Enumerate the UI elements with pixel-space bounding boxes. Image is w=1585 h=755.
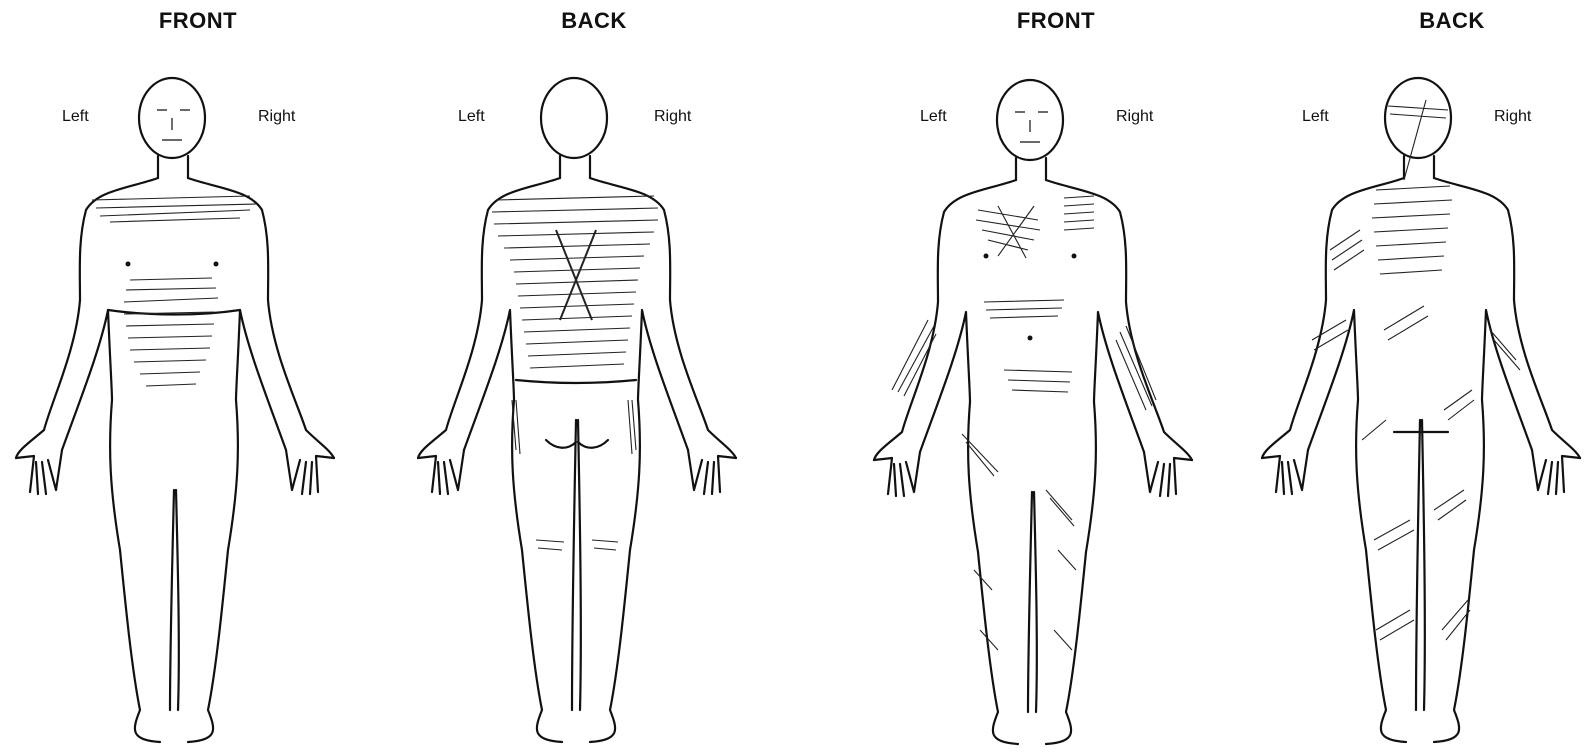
- body-outline-front: [0, 70, 396, 755]
- body-diagram-back-1: BACK Left Right: [396, 0, 792, 755]
- panel-title: BACK: [1254, 8, 1585, 34]
- face-features: [1015, 112, 1048, 142]
- body-diagram-front-2: FRONT Left Right: [858, 0, 1254, 755]
- body-outline-back: [396, 70, 792, 755]
- nipples: [984, 254, 1077, 341]
- pain-shading: [1312, 100, 1520, 640]
- panel-title: BACK: [396, 8, 792, 34]
- body-outline-front: [858, 70, 1254, 755]
- face-features: [157, 110, 190, 140]
- body-diagram-back-2: BACK Left Right: [1254, 0, 1585, 755]
- panel-title: FRONT: [858, 8, 1254, 34]
- panel-title: FRONT: [0, 8, 396, 34]
- pain-shading: [92, 196, 256, 386]
- body-diagram-front-1: FRONT Left Right: [0, 0, 396, 755]
- nipples: [126, 262, 219, 267]
- body-outline-back: [1254, 70, 1584, 755]
